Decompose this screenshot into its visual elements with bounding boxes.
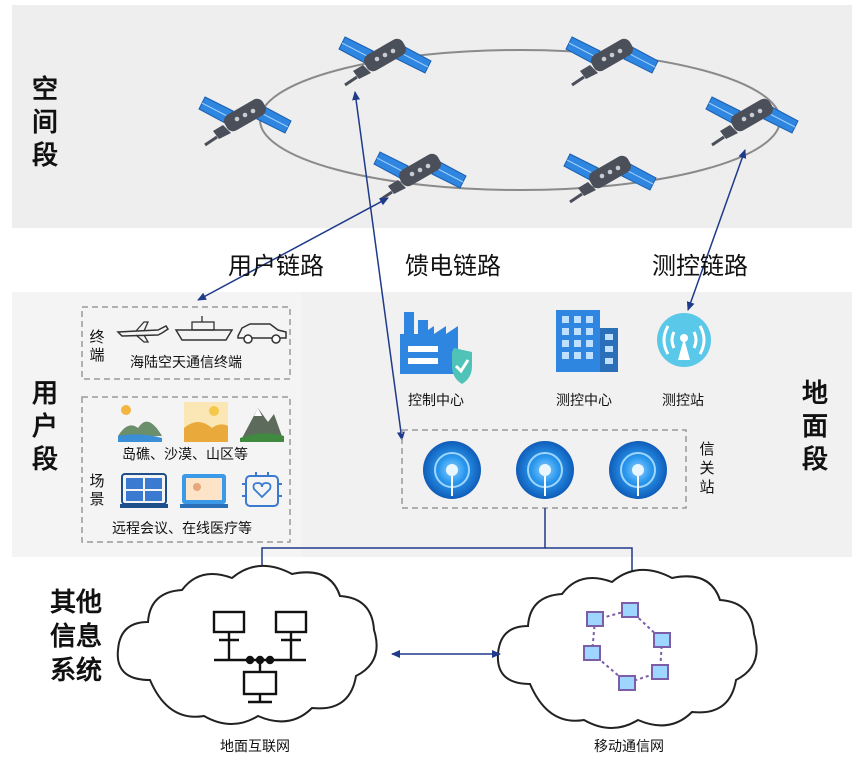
ttc-station-label: 测控站 [662,393,704,409]
user-segment-label: 用户段 [31,379,58,475]
ttc-link-arrow [686,149,747,311]
video-conference-icon [120,473,168,508]
network-icon [212,610,308,704]
space-segment-label: 空间段 [31,75,58,171]
gateway-dish-icon [423,441,481,499]
scene-tag: 场景 [89,472,105,508]
island-icon [118,405,162,442]
factory-shield-icon [400,312,472,384]
scene-caption-1: 岛礁、沙漠、山区等 [122,447,248,463]
gateway-dish-icon [609,441,667,499]
mobile-network-icon [583,602,671,691]
mountain-icon [240,408,284,442]
car-icon [237,323,287,344]
feeder-link-label: 馈电链路 [405,252,501,280]
ttc-center-label: 测控中心 [556,393,612,409]
gateway-dish-icon [516,441,574,499]
ship-icon [174,316,234,341]
internet-label: 地面互联网 [220,739,290,755]
terminal-tag: 终端 [89,328,105,364]
airplane-icon [116,321,170,343]
feeder-link-arrow [352,91,405,441]
telemedicine-icon [180,474,228,508]
building-icon [556,310,618,372]
terminal-caption: 海陆空天通信终端 [130,355,242,371]
scene-caption-2: 远程会议、在线医疗等 [112,521,252,537]
internet-cloud [116,564,378,725]
ttc-link-label: 测控链路 [652,252,748,280]
ground-segment-label: 地面段 [801,379,828,475]
antenna-icon [657,313,711,367]
chip-heart-icon [242,472,282,507]
gateway-box [401,429,687,509]
mobile-cloud [496,568,758,729]
terminal-box [81,306,291,380]
control-center-label: 控制中心 [408,393,464,409]
mobile-network-label: 移动通信网 [594,739,664,755]
other-systems-label: 其他信息系统 [50,588,103,686]
scene-box [81,396,291,543]
user-link-label: 用户链路 [228,252,324,280]
desert-icon [184,402,228,442]
gateway-label: 信关站 [699,440,715,496]
